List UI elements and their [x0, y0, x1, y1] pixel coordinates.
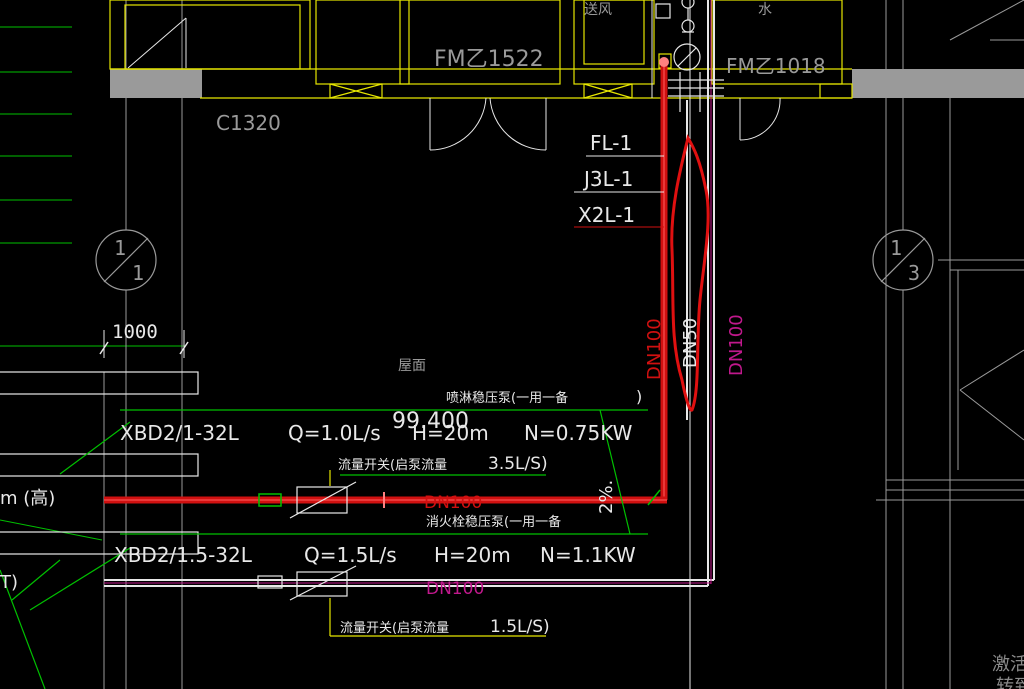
- dimension-text: 1000: [112, 321, 158, 343]
- pump-1-flow: Q=1.0L/s: [288, 421, 381, 445]
- flow-switch-1: [258, 493, 282, 507]
- riser-red-size: DN100: [644, 318, 665, 380]
- top-fixtures: [655, 0, 724, 112]
- room-label-top-1: 送风: [584, 2, 612, 18]
- pump-1-power: N=0.75KW: [524, 421, 633, 445]
- left-green-lines: [0, 26, 185, 541]
- room-label-roof: 屋面: [398, 358, 426, 374]
- pump-2-switch: 流量开关(启泵流量: [340, 621, 449, 636]
- pump-1-model: XBD2/1-32L: [120, 421, 240, 445]
- door-label-2: FM乙1018: [726, 54, 826, 78]
- main-magenta-size: DN100: [426, 579, 484, 599]
- pump-2-head: H=20m: [434, 543, 511, 567]
- riser-label-fl: FL-1: [590, 131, 632, 155]
- room-label-top-2: 水: [758, 2, 772, 18]
- main-pipe: [104, 481, 667, 519]
- riser-magenta-size: DN100: [726, 314, 747, 376]
- axis-bubble-2-top: 1: [890, 236, 902, 260]
- window-label: C1320: [216, 111, 281, 135]
- left-rects: [0, 371, 199, 555]
- left-fragment-high: m (高): [0, 488, 55, 509]
- left-fragment-paren: T): [0, 572, 18, 593]
- axis-bubble-2-bottom: 3: [908, 261, 920, 285]
- pump-1-switch: 流量开关(启泵流量: [338, 458, 447, 473]
- structural-lines: [103, 0, 1024, 689]
- pump-1-title-close: ): [636, 387, 642, 406]
- main-red-size: DN100: [424, 493, 482, 513]
- pump-symbol-1: [296, 486, 348, 514]
- slope-label: 2%.: [596, 480, 617, 514]
- door-label-1: FM乙1522: [434, 47, 544, 72]
- riser-top-node: [659, 57, 669, 67]
- riser-leaders: [574, 155, 664, 228]
- wall-blocks: [110, 69, 1024, 98]
- risers: [659, 57, 688, 500]
- axis-bubble-1: 1 1: [95, 229, 157, 291]
- riser-label-j3l: J3L-1: [582, 167, 633, 191]
- pump-2-symbols: [257, 565, 357, 601]
- room-boundary: [104, 0, 715, 689]
- riser-white-size: DN50: [680, 318, 701, 368]
- pump-2-flow: Q=1.5L/s: [304, 543, 397, 567]
- pump-1-title: 喷淋稳压泵(一用一备: [446, 390, 568, 406]
- elevation-label: 99.400: [392, 409, 469, 434]
- top-frames: [109, 0, 853, 99]
- axis-bubble-2: 1 3: [872, 229, 934, 291]
- yellow-leaders: [329, 470, 546, 637]
- red-loop-annotation: [670, 134, 710, 412]
- pump-1-head: H=20m: [412, 421, 489, 445]
- pump-1-switch-value: 3.5L/S): [488, 454, 548, 474]
- riser-label-x2l: X2L-1: [578, 203, 635, 227]
- green-leaders: [0, 409, 648, 689]
- right-fragment-1: 激活: [992, 654, 1024, 675]
- pump-2-title: 消火栓稳压泵(一用一备: [426, 514, 561, 530]
- right-fragment-2: 转到: [996, 676, 1024, 689]
- door-swings: [127, 17, 781, 151]
- axis-bubble-1-top: 1: [114, 236, 126, 260]
- axis-bubble-1-bottom: 1: [132, 261, 144, 285]
- pump-2-switch-value: 1.5L/S): [490, 617, 550, 637]
- pump-2-model: XBD2/1.5-32L: [114, 543, 253, 567]
- pump-2-power: N=1.1KW: [540, 543, 636, 567]
- dimension-1000: 1000: [99, 321, 189, 358]
